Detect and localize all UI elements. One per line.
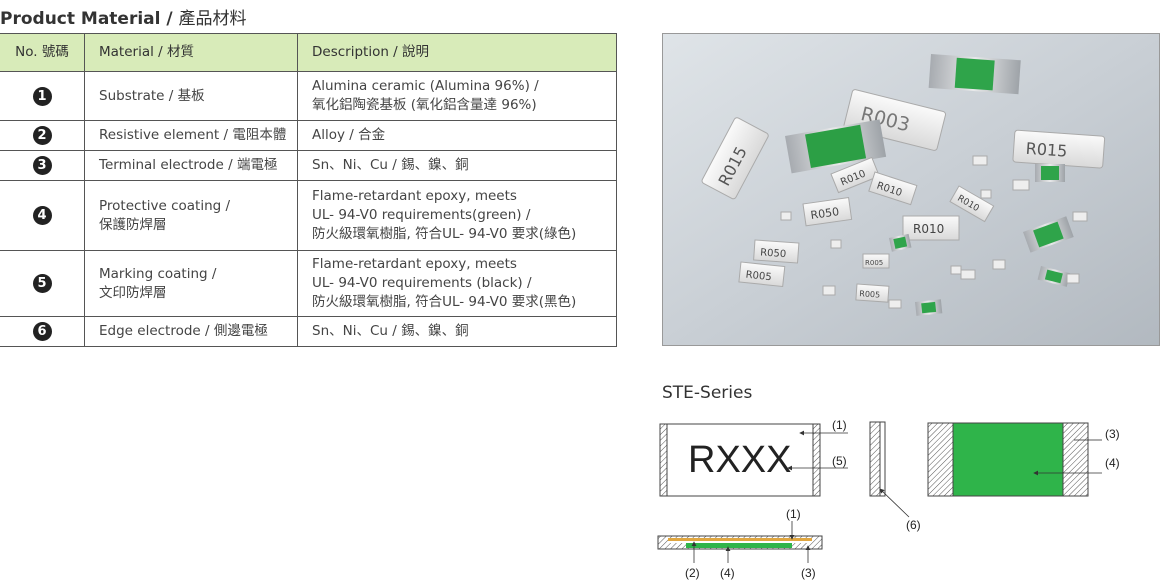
number-badge: 3	[32, 156, 52, 175]
description-line: Flame-retardant epoxy, meets	[312, 256, 517, 272]
number-badge: 6	[32, 322, 52, 341]
chip-green-mid	[785, 119, 887, 174]
cross-section: (1) (2) (4) (3)	[657, 507, 823, 580]
chip-label: R050	[810, 205, 840, 222]
material-cell: Terminal electrode / 端電極	[99, 157, 278, 173]
description-line: Sn、Ni、Cu / 錫、鎳、銅	[312, 323, 469, 339]
material-cell: 保護防焊層	[99, 216, 167, 233]
number-badge: 1	[32, 86, 52, 106]
col-header-description: Description / 說明	[297, 33, 617, 72]
callout-b2: (2)	[685, 566, 700, 580]
callout-1: (1)	[832, 418, 847, 432]
chip-label: R005	[859, 289, 880, 299]
callout-b1: (1)	[786, 507, 801, 521]
table-row: 5 Marking coating / 文印防焊層 Flame-retardant…	[0, 250, 617, 317]
material-cell: Resistive element / 電阻本體	[99, 127, 287, 143]
table-header-row: No. 號碼 Material / 材質 Description / 說明	[0, 33, 617, 72]
description-line: Flame-retardant epoxy, meets	[312, 188, 517, 204]
number-badge: 2	[32, 126, 52, 145]
marking-text: RXXX	[688, 439, 791, 481]
chip-green-top	[928, 54, 1021, 95]
front-view: RXXX (1) (5)	[659, 418, 848, 497]
material-cell: Substrate / 基板	[99, 87, 205, 104]
product-photo: R003 R015 R015 R010 R010 R050	[662, 33, 1160, 346]
series-title: STE-Series	[662, 383, 753, 403]
description-line: UL- 94-V0 requirements (black) /	[312, 275, 532, 291]
title-zh: 產品材料	[178, 9, 247, 29]
title-en: Product Material	[0, 9, 161, 29]
number-badge: 5	[32, 274, 52, 293]
title-sep: /	[160, 9, 179, 29]
material-cell: 文印防焊層	[99, 284, 167, 301]
chip-label: R015	[1025, 139, 1068, 161]
description-line: 防火級環氧樹脂, 符合UL- 94-V0 要求(綠色)	[312, 226, 577, 242]
chip-label: R005	[865, 259, 883, 267]
callout-4: (4)	[1105, 456, 1120, 470]
description-line: 氧化鋁陶瓷基板 (氧化鋁含量達 96%)	[312, 97, 537, 113]
col-header-material: Material / 材質	[84, 33, 298, 72]
table-row: 4 Protective coating / 保護防焊層 Flame-retard…	[0, 180, 617, 251]
description-line: UL- 94-V0 requirements(green) /	[312, 207, 531, 223]
chip-r015-right: R015	[1012, 129, 1106, 169]
table-row: 6 Edge electrode / 側邊電極 Sn、Ni、Cu / 錫、鎳、銅	[0, 316, 617, 347]
chip-label: R050	[760, 247, 787, 260]
chip-label: R010	[913, 222, 944, 236]
description-line: 防火級環氧樹脂, 符合UL- 94-V0 要求(黑色)	[312, 294, 577, 310]
callout-b3: (3)	[801, 566, 816, 580]
number-badge: 4	[32, 206, 52, 225]
table-row: 2 Resistive element / 電阻本體 Alloy / 合金	[0, 120, 617, 151]
material-cell: Protective coating /	[99, 197, 231, 214]
material-cell: Marking coating /	[99, 265, 217, 282]
material-table: No. 號碼 Material / 材質 Description / 說明 1 …	[0, 33, 617, 347]
callout-5: (5)	[832, 454, 847, 468]
table-row: 1 Substrate / 基板 Alumina ceramic (Alumin…	[0, 71, 617, 121]
col-header-no: No. 號碼	[0, 33, 85, 72]
callout-6: (6)	[906, 518, 921, 532]
side-view: (6)	[869, 421, 921, 532]
structure-diagram: RXXX (1) (5) (6) (3) (4) (1) (2) (4)	[657, 418, 1120, 580]
callout-b4: (4)	[720, 566, 735, 580]
description-line: Alloy / 合金	[312, 127, 386, 143]
material-cell: Edge electrode / 側邊電極	[99, 323, 268, 339]
page-title: Product Material / 產品材料	[0, 4, 247, 29]
back-view: (3) (4)	[927, 422, 1120, 497]
description-line: Alumina ceramic (Alumina 96%) /	[312, 78, 539, 94]
table-row: 3 Terminal electrode / 端電極 Sn、Ni、Cu / 錫、…	[0, 150, 617, 181]
description-line: Sn、Ni、Cu / 錫、鎳、銅	[312, 157, 469, 173]
callout-3: (3)	[1105, 427, 1120, 441]
chip-r015-left: R015	[701, 117, 769, 200]
chip-label: R005	[745, 270, 772, 284]
